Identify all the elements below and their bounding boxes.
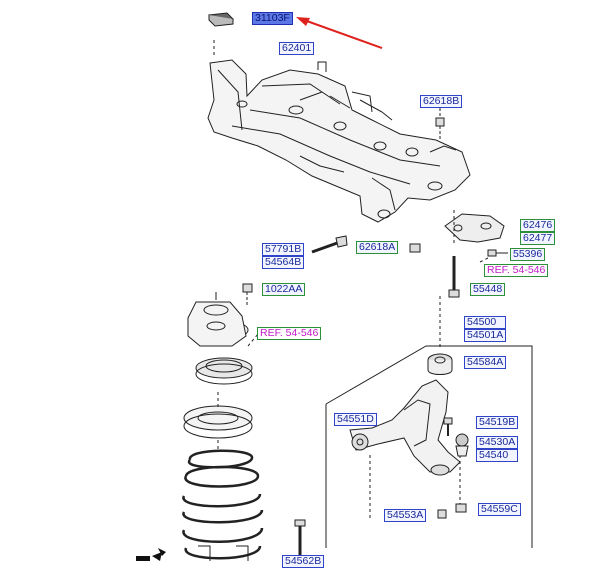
label-54519B[interactable]: 54519B [476,416,519,429]
label-62618A[interactable]: 62618A [356,241,399,254]
label-54551D[interactable]: 54551D [334,413,377,426]
label-group-62476: 62476 62477 [520,219,556,245]
bushing-54584A [427,353,453,375]
label-54562B[interactable]: 54562B [282,555,325,568]
ref-label-upper[interactable]: REF. 54-546 [484,264,549,277]
strut-fragment [198,545,249,561]
label-55448[interactable]: 55448 [470,283,506,296]
label-54500[interactable]: 54500 [464,316,507,329]
label-31103F[interactable]: 31103F [252,12,293,25]
label-62476[interactable]: 62476 [520,219,556,232]
label-group-57791B: 57791B 54564B [262,243,305,269]
label-54501A[interactable]: 54501A [464,329,507,342]
strut-mount-part [187,292,249,347]
bolt-62618B [435,117,445,140]
bolt-54553A [437,509,447,519]
ball-joint-part [455,433,469,457]
bearing-part [195,357,253,385]
label-54530A[interactable]: 54530A [476,436,519,449]
label-group-54530A: 54530A 54540 [476,436,519,462]
bolt-54519B [443,417,453,436]
bolt-54562B [294,519,306,556]
label-54564B[interactable]: 54564B [262,256,305,269]
leader-lines [213,40,489,520]
nut-54559C [455,503,467,513]
label-57791B[interactable]: 57791B [262,243,305,256]
bolt-57791B [311,235,348,254]
bolt-55448 [448,256,460,298]
nut-1022AA [242,283,253,306]
subframe-part [207,59,471,223]
arrow-icon [296,17,383,49]
label-54553A[interactable]: 54553A [384,509,427,522]
bracket-62476 [444,213,505,243]
label-group-54500: 54500 54501A [464,316,507,342]
label-62618B[interactable]: 62618B [420,95,463,108]
ref-label-lower[interactable]: REF. 54-546 [257,327,322,340]
bolt-55396 [487,249,508,257]
label-54559C[interactable]: 54559C [478,503,521,516]
label-55396[interactable]: 55396 [510,248,546,261]
mount-pad-part [208,12,235,27]
label-54584A[interactable]: 54584A [464,356,507,369]
nut-62618A [409,243,421,253]
label-62401[interactable]: 62401 [279,42,315,55]
label-54540[interactable]: 54540 [476,449,519,462]
move-cursor-icon [136,548,166,561]
lower-arm-part [349,379,461,476]
coil-spring-part [182,449,264,560]
label-1022AA[interactable]: 1022AA [262,283,306,296]
lower-arm-frame [325,345,533,548]
label-62477[interactable]: 62477 [520,232,556,245]
spring-seat-part [183,405,253,439]
